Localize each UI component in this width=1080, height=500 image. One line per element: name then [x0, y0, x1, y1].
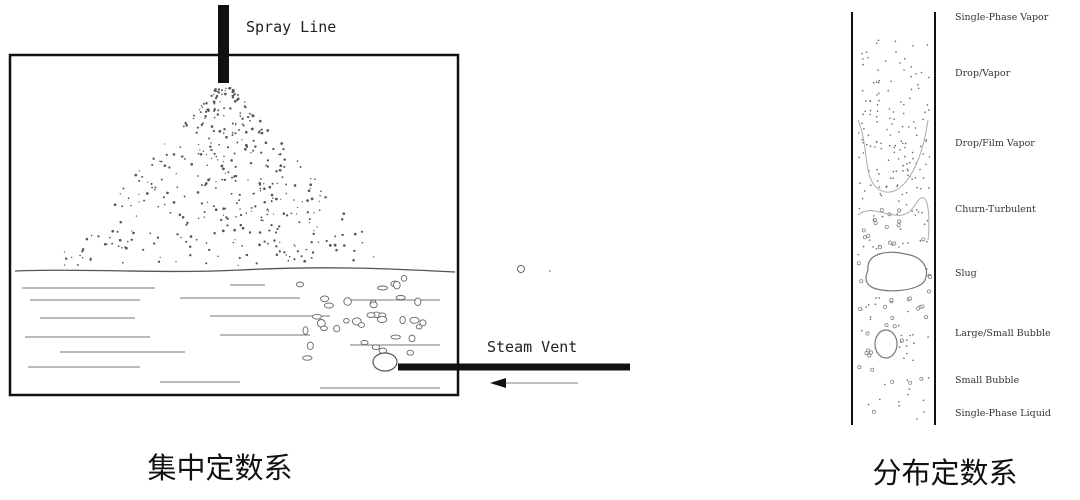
large-bubble: [874, 329, 898, 359]
distributed-caption: 分布定数系: [872, 456, 1017, 490]
vent-bubbles: [295, 275, 427, 361]
slug-bubble: [865, 251, 927, 292]
lumped-system-diagram: Spray Line Steam Vent 集中定数系: [8, 5, 630, 485]
regime-label: Churn-Turbulent: [955, 204, 1036, 215]
churn-boundary: [857, 197, 930, 241]
flow-direction-arrow: [490, 378, 578, 388]
regime-label: Single-Phase Vapor: [955, 12, 1049, 23]
vent-outlet-bubble: [372, 352, 398, 372]
lumped-caption: 集中定数系: [147, 451, 292, 485]
regime-label: Small Bubble: [955, 375, 1020, 386]
liquid-ripple-lines: [22, 284, 440, 389]
tank-outline: [8, 53, 460, 397]
spray-line-pipe: [218, 5, 229, 83]
regime-label: Slug: [955, 268, 977, 279]
regime-label: Drop/Film Vapor: [955, 138, 1035, 149]
pipe-flow-particles: [856, 39, 932, 420]
regime-label: Large/Small Bubble: [955, 328, 1051, 339]
film-boundary: [857, 119, 929, 193]
regime-label: Single-Phase Liquid: [955, 408, 1051, 419]
spray-droplets: [63, 87, 375, 266]
stray-bubbles: [517, 265, 551, 273]
spray-line-label: Spray Line: [246, 18, 336, 36]
regime-label: Drop/Vapor: [955, 68, 1011, 79]
liquid-surface: [14, 267, 456, 273]
steam-vent-label: Steam Vent: [487, 338, 577, 356]
